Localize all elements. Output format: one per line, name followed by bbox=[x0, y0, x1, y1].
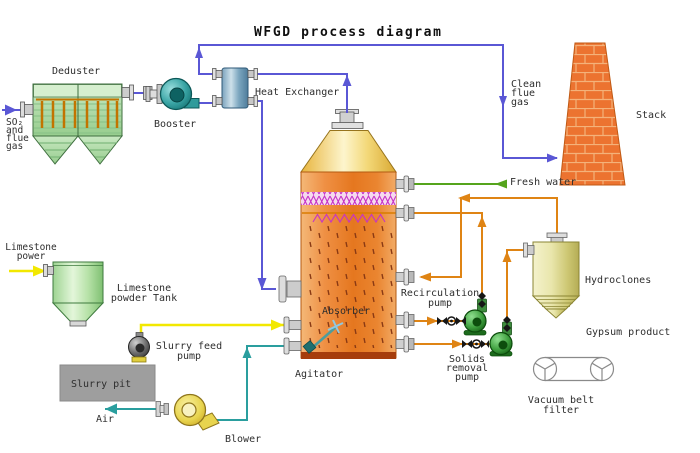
arrow-slurry-feed-right bbox=[271, 319, 284, 331]
arrow-absorber-outlet-up bbox=[342, 75, 352, 86]
pipe-recirculation-discharge bbox=[408, 212, 483, 302]
heat-exchanger-unit bbox=[212, 67, 258, 109]
nozzle-overflow-return bbox=[395, 268, 415, 286]
solids-removal-pump-unit bbox=[462, 316, 513, 357]
nozzle-flue-gas-inlet bbox=[278, 275, 302, 303]
spray-droplets bbox=[304, 226, 393, 348]
arrow-fresh-water-left bbox=[495, 179, 507, 189]
label-air: Air bbox=[96, 414, 115, 425]
stack-chimney bbox=[559, 42, 626, 186]
deduster-unit bbox=[20, 83, 153, 165]
arrow-overflow-left bbox=[458, 193, 470, 203]
limestone-powder-tank bbox=[43, 261, 105, 327]
label-limestone-powder-tank: Limestone powder Tank bbox=[110, 283, 178, 304]
slurry-pit-tank bbox=[59, 364, 156, 402]
coupling-recirc-suction bbox=[437, 317, 447, 325]
pipe-blower-to-absorber bbox=[211, 345, 285, 421]
arrow-solids-up bbox=[502, 251, 512, 262]
recirculation-pump-unit bbox=[437, 292, 487, 336]
label-solids-removal-pump: Solids removal pump bbox=[445, 354, 489, 383]
pipe-slurry-feed bbox=[139, 323, 285, 336]
spray-nozzles bbox=[312, 213, 386, 224]
label-clean-flue-gas: Clean flue gas bbox=[511, 79, 542, 108]
arrow-air-up bbox=[242, 347, 252, 358]
label-absorber: Absorber bbox=[322, 306, 371, 317]
pipe-cleangas-to-stack bbox=[198, 44, 557, 159]
nozzle-recirc-suction bbox=[395, 311, 415, 329]
slurry-feed-pump-unit bbox=[128, 332, 150, 363]
arrow-return-left bbox=[419, 272, 431, 282]
vacuum-belt-filter-unit bbox=[532, 356, 615, 382]
arrow-recirc-up bbox=[477, 216, 487, 227]
label-hydroclones: Hydroclones bbox=[585, 275, 652, 286]
nozzle-slurry-inlet bbox=[283, 316, 302, 334]
nozzle-solids-suction bbox=[395, 335, 415, 353]
gauge-solids bbox=[471, 339, 482, 349]
deduster-electrodes bbox=[40, 101, 119, 128]
arrow-into-absorber-down bbox=[257, 278, 267, 290]
arrow-into-stack bbox=[547, 153, 558, 163]
label-stack: Stack bbox=[636, 110, 667, 121]
agitator-shaft bbox=[311, 326, 337, 349]
label-heat-exchanger: Heat Exchanger bbox=[255, 87, 340, 98]
arrow-recirc-suction-right bbox=[427, 316, 438, 326]
nozzle-air-inlet bbox=[283, 337, 302, 355]
pipe-solids-to-hydroclone bbox=[506, 249, 528, 326]
label-limestone-power: Limestone power bbox=[5, 242, 57, 262]
label-slurry-feed-pump: Slurry feed pump bbox=[155, 341, 223, 362]
coupling-recirc-riser bbox=[478, 292, 486, 308]
label-vacuum-belt-filter: Vacuum belt filter bbox=[527, 395, 595, 416]
label-booster: Booster bbox=[154, 119, 197, 130]
pipe-absorber-to-heatexchanger bbox=[257, 73, 348, 113]
blower-fan bbox=[155, 393, 220, 431]
absorber-vessel bbox=[300, 109, 397, 359]
nozzle-fresh-water bbox=[395, 175, 415, 193]
agitator-motor bbox=[302, 340, 317, 354]
booster-fan bbox=[145, 77, 200, 111]
arrow-air-left bbox=[105, 403, 117, 415]
arrow-solids-suction-right bbox=[452, 339, 463, 349]
pipe-heatexchanger-to-absorber bbox=[257, 100, 276, 290]
arrow-so2-right bbox=[5, 104, 17, 116]
arrow-up-title-line bbox=[195, 47, 203, 58]
coupling-solids-suction bbox=[462, 340, 472, 348]
label-slurry-pit: Slurry pit bbox=[71, 379, 132, 390]
nozzle-spray-feed bbox=[395, 204, 415, 222]
label-so2-flue-gas: SO₂ and flue gas bbox=[6, 117, 29, 152]
arrow-limestone-right bbox=[33, 265, 46, 277]
label-gypsum-product: Gypsum product bbox=[586, 327, 671, 338]
label-recirculation-pump: Recirculation pump bbox=[400, 288, 480, 309]
arrow-clean-gas-down bbox=[499, 96, 507, 107]
absorber-nozzles bbox=[278, 175, 415, 355]
coupling-solids-riser bbox=[503, 316, 511, 332]
diagram-title: WFGD process diagram bbox=[254, 25, 443, 40]
agitator-propeller bbox=[327, 319, 344, 334]
flow-arrows bbox=[5, 47, 558, 415]
hydroclones-vessel bbox=[523, 232, 581, 319]
label-fresh-water: Fresh water bbox=[510, 177, 577, 188]
label-deduster: Deduster bbox=[52, 66, 101, 77]
label-blower: Blower bbox=[225, 434, 262, 445]
label-agitator: Agitator bbox=[295, 369, 344, 380]
gauge-recirc bbox=[446, 316, 457, 326]
